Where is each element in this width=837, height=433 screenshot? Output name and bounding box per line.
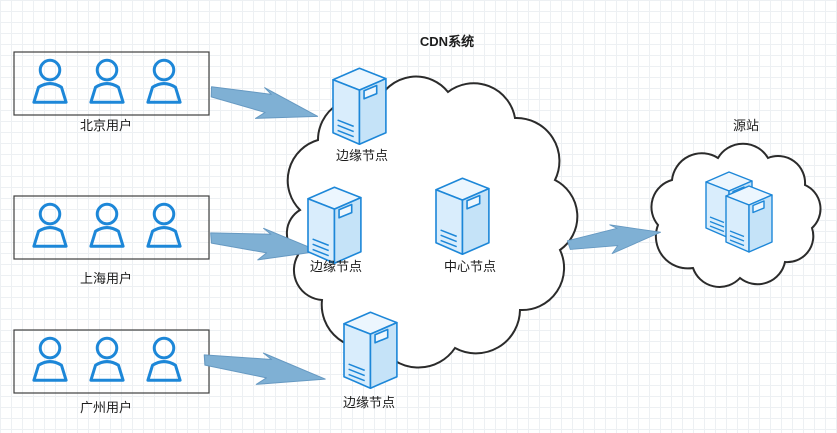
edge-node-server-icon-2: [307, 186, 362, 265]
user-group-box: [13, 195, 210, 260]
person-icon: [89, 202, 125, 248]
label-beijing-users: 北京用户: [80, 118, 132, 133]
label-edge-node-2: 边缘节点: [310, 259, 362, 274]
person-icon: [89, 336, 125, 382]
label-edge-node-1: 边缘节点: [336, 148, 388, 163]
person-icon: [32, 202, 68, 248]
label-origin-site: 源站: [733, 118, 759, 133]
origin-server-icon-front: [725, 185, 773, 253]
label-edge-node-3: 边缘节点: [343, 395, 395, 410]
label-guangzhou-users: 广州用户: [80, 400, 132, 415]
edge-node-server-icon-1: [332, 67, 387, 146]
label-shanghai-users: 上海用户: [80, 271, 132, 286]
user-group-box: [13, 51, 210, 116]
person-icon: [146, 202, 182, 248]
center-node-server-icon: [435, 177, 490, 256]
person-icon: [146, 336, 182, 382]
person-icon: [32, 336, 68, 382]
person-icon: [32, 58, 68, 104]
user-group-shanghai: [13, 195, 210, 260]
label-center-node: 中心节点: [444, 259, 496, 274]
lightning-bolt-icon-origin: [565, 217, 664, 260]
user-group-beijing: [13, 51, 210, 116]
person-icon: [146, 58, 182, 104]
edge-node-server-icon-3: [343, 311, 398, 390]
lightning-bolt-icon-beijing: [206, 75, 322, 133]
diagram-title: CDN系统: [420, 34, 474, 49]
person-icon: [89, 58, 125, 104]
lightning-bolt-icon-guangzhou: [200, 343, 329, 396]
user-group-guangzhou: [13, 329, 210, 394]
